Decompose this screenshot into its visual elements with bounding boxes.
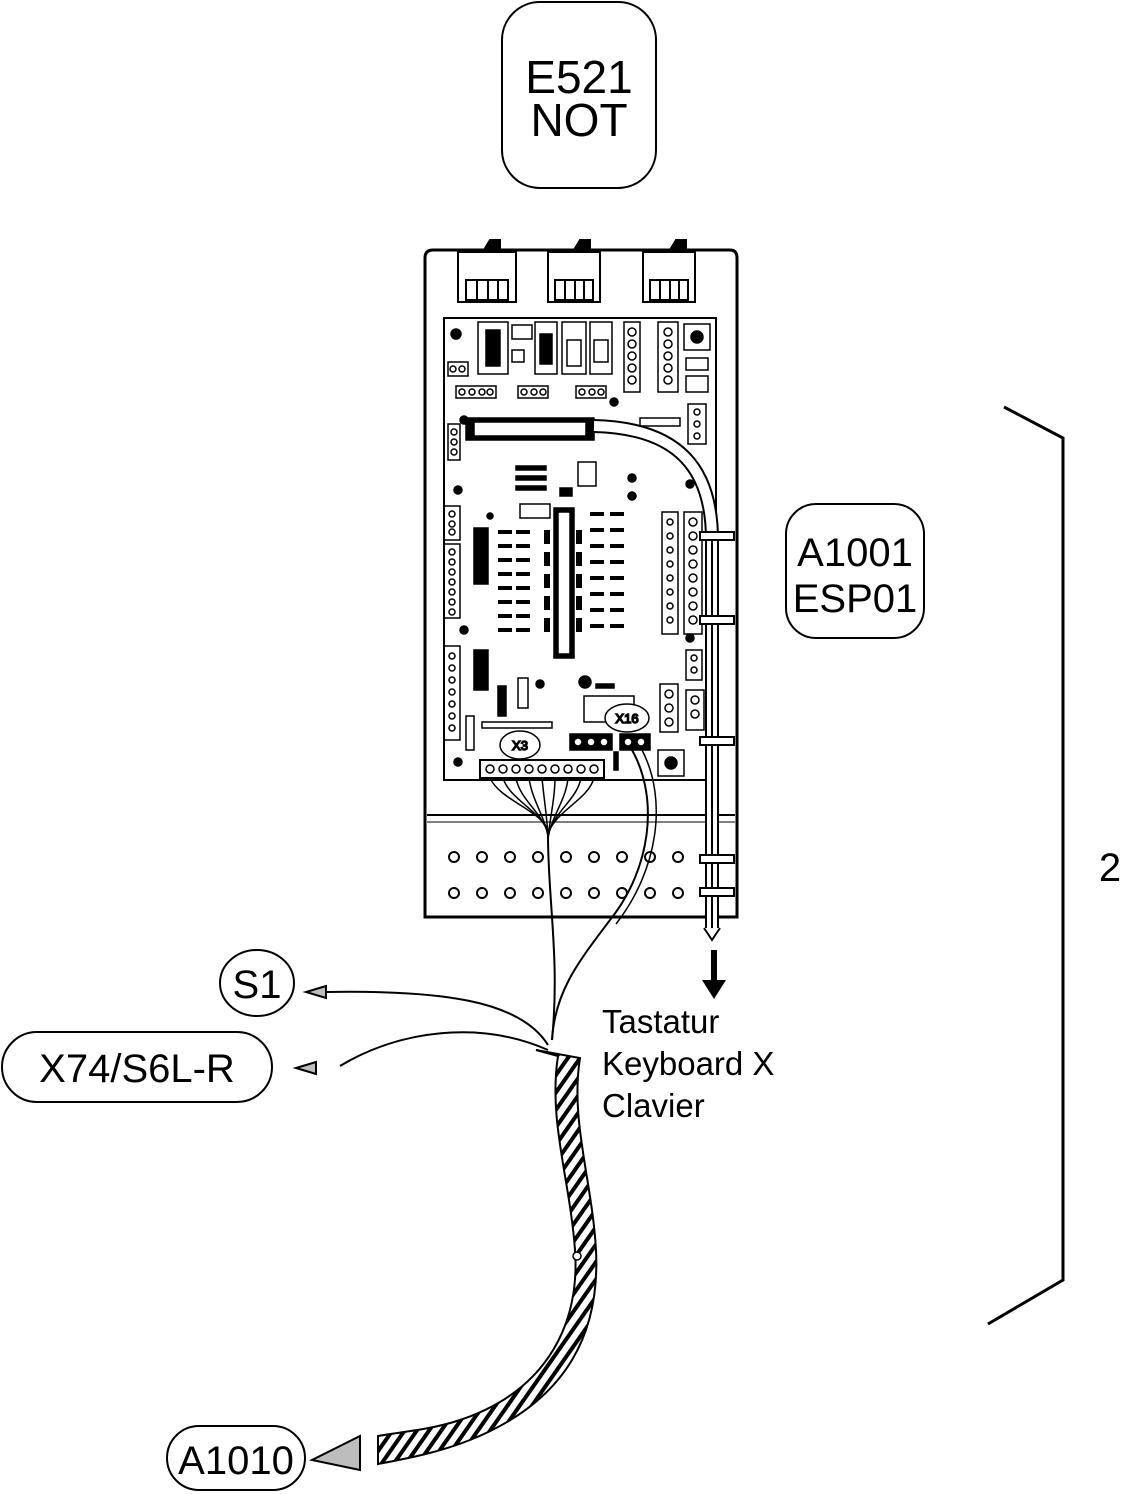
bracket-number: 2: [1099, 846, 1121, 890]
a1001-label: A1001 ESP01: [785, 503, 925, 639]
bracket: [987, 405, 1065, 1326]
esp01-text: ESP01: [793, 577, 918, 621]
s1-text: S1: [233, 963, 282, 1007]
a1001-text: A1001: [797, 531, 913, 575]
pcb-components: X3 X16: [443, 321, 711, 779]
mounting-holes: [448, 851, 684, 899]
s1-label: S1: [219, 949, 295, 1017]
a1010-label: A1010: [166, 1425, 306, 1491]
a1010-text: A1010: [178, 1439, 294, 1483]
x74-label: X74/S6L-R: [1, 1031, 273, 1103]
e521-not-label: E521 NOT: [501, 1, 657, 189]
not-text: NOT: [530, 94, 627, 146]
branch-wires: [292, 984, 549, 1076]
keyboard-text-de: Tastatur: [602, 1003, 719, 1040]
keyboard-arrow: [702, 950, 726, 999]
main-cable: [308, 1049, 598, 1472]
top-connectors: [457, 239, 696, 303]
wire-bundle-fan: [489, 749, 658, 1041]
keyboard-text-fr: Clavier: [602, 1087, 705, 1124]
e521-text: E521: [525, 51, 632, 103]
keyboard-ribbon-cable: [593, 419, 735, 942]
x74-text: X74/S6L-R: [39, 1047, 235, 1091]
x16-label: X16: [615, 711, 638, 726]
keyboard-label: Tastatur Keyboard X Clavier: [602, 1003, 774, 1124]
x3-label: X3: [512, 738, 528, 753]
keyboard-text-en: Keyboard X: [602, 1045, 774, 1082]
